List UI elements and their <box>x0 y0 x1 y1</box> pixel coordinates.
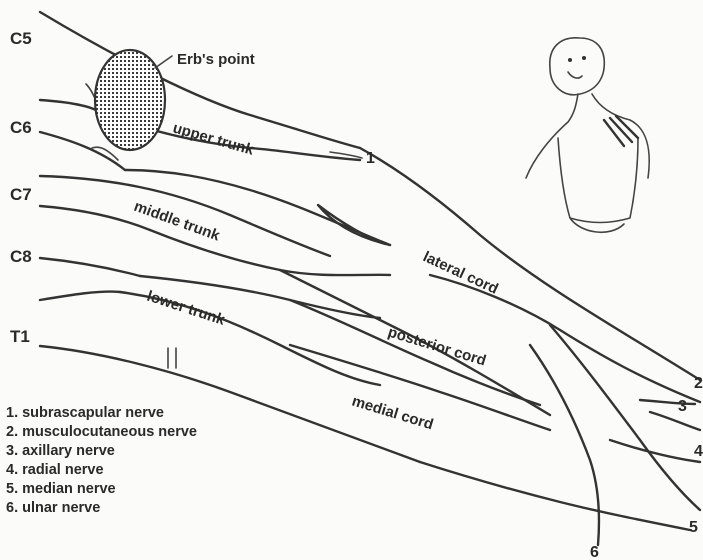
nerve-number-4: 4 <box>694 443 703 460</box>
root-label-c5: C5 <box>10 29 32 48</box>
root-label-c6: C6 <box>10 118 32 137</box>
nerve-number-3: 3 <box>678 398 687 415</box>
root-label-c8: C8 <box>10 247 32 266</box>
nerve-number-1: 1 <box>366 150 375 167</box>
lower-trunk-label: lower trunk <box>145 288 228 329</box>
legend-item: 5. median nerve <box>6 480 197 499</box>
infant-illustration <box>526 38 649 232</box>
root-label-t1: T1 <box>10 327 30 346</box>
medial-cord-label: medial cord <box>350 393 435 434</box>
root-label-c7: C7 <box>10 185 32 204</box>
legend-item: 3. axillary nerve <box>6 442 197 461</box>
legend-item: 2. musculocutaneous nerve <box>6 423 197 442</box>
nerve-legend: 1. subrascapular nerve 2. musculocutaneo… <box>6 404 197 518</box>
upper-trunk-label: upper trunk <box>171 120 256 159</box>
legend-item: 1. subrascapular nerve <box>6 404 197 423</box>
nerve-number-5: 5 <box>689 519 698 536</box>
erbs-point-leader <box>155 56 172 68</box>
nerve-number-6: 6 <box>590 544 599 560</box>
lateral-cord-label: lateral cord <box>420 248 500 298</box>
middle-trunk-label: middle trunk <box>132 198 223 245</box>
legend-item: 4. radial nerve <box>6 461 197 480</box>
posterior-cord-label: posterior cord <box>386 324 488 370</box>
erbs-point-region <box>95 50 165 150</box>
nerve-number-2: 2 <box>694 375 703 392</box>
erbs-point-label: Erb's point <box>177 51 255 68</box>
legend-item: 6. ulnar nerve <box>6 499 197 518</box>
